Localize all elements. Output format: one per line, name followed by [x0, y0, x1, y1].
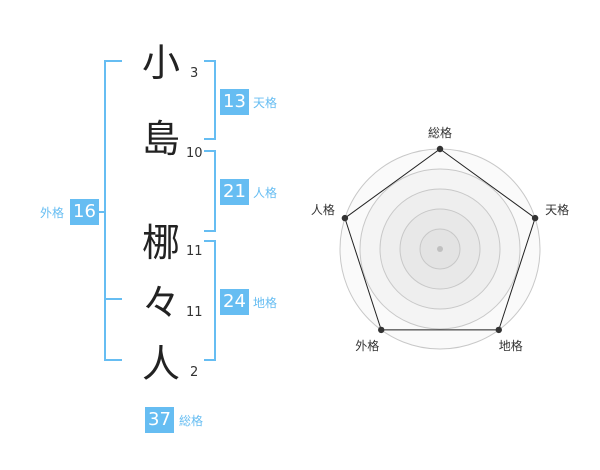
name-char-2: 島 [142, 117, 181, 161]
gaikaku-label: 外格 [40, 206, 65, 220]
gaikaku-bracket-mid [104, 298, 122, 300]
stroke-count-4: 11 [186, 305, 203, 320]
chikaku-label: 地格 [253, 296, 278, 310]
name-char-5: 人 [142, 342, 181, 386]
chikaku-bracket-bottom [204, 359, 216, 361]
tenkaku-bracket-bottom [204, 138, 216, 140]
gaikaku-bracket-top [104, 60, 122, 62]
radar-center-dot [437, 246, 443, 252]
radar-axis-label-4: 外格 [355, 338, 379, 353]
jinkaku-value: 21 [220, 179, 249, 205]
jinkaku-bracket-top [204, 150, 216, 152]
tenkaku-bracket-spine [214, 60, 216, 140]
radar-series-polygon [344, 148, 536, 331]
gaikaku-bracket-spine [104, 60, 106, 361]
chikaku-bracket-spine [214, 240, 216, 361]
radar-point-1 [436, 145, 444, 153]
gaikaku-value: 16 [70, 199, 99, 225]
stroke-count-2: 10 [186, 146, 203, 161]
stroke-count-1: 3 [190, 66, 199, 81]
stroke-count-3: 11 [186, 244, 203, 259]
radar-point-5 [341, 214, 349, 222]
chikaku-bracket-top [204, 240, 216, 242]
radar-axis-label-5: 人格 [311, 202, 335, 217]
name-char-4: 々 [142, 281, 181, 325]
gaikaku-bracket-bottom [104, 359, 122, 361]
tenkaku-bracket-top [204, 60, 216, 62]
tenkaku-label: 天格 [253, 96, 278, 110]
radar-point-3 [495, 326, 502, 334]
chikaku-value: 24 [220, 289, 249, 315]
gaikaku-connector [98, 211, 106, 213]
radar-axis-label-2: 天格 [545, 202, 569, 217]
radar-point-4 [378, 326, 385, 334]
radar-point-2 [531, 214, 539, 222]
name-char-3: 梛 [142, 221, 181, 265]
name-char-1: 小 [142, 41, 181, 85]
tenkaku-value: 13 [220, 89, 249, 115]
jinkaku-label: 人格 [253, 186, 278, 200]
soukaku-value: 37 [145, 407, 174, 433]
radar-axis-label-1: 総格 [428, 125, 452, 140]
jinkaku-bracket-bottom [204, 230, 216, 232]
radar-axis-label-3: 地格 [499, 338, 523, 353]
soukaku-label: 総格 [179, 414, 204, 428]
jinkaku-bracket-spine [214, 150, 216, 232]
stroke-count-5: 2 [190, 365, 199, 380]
